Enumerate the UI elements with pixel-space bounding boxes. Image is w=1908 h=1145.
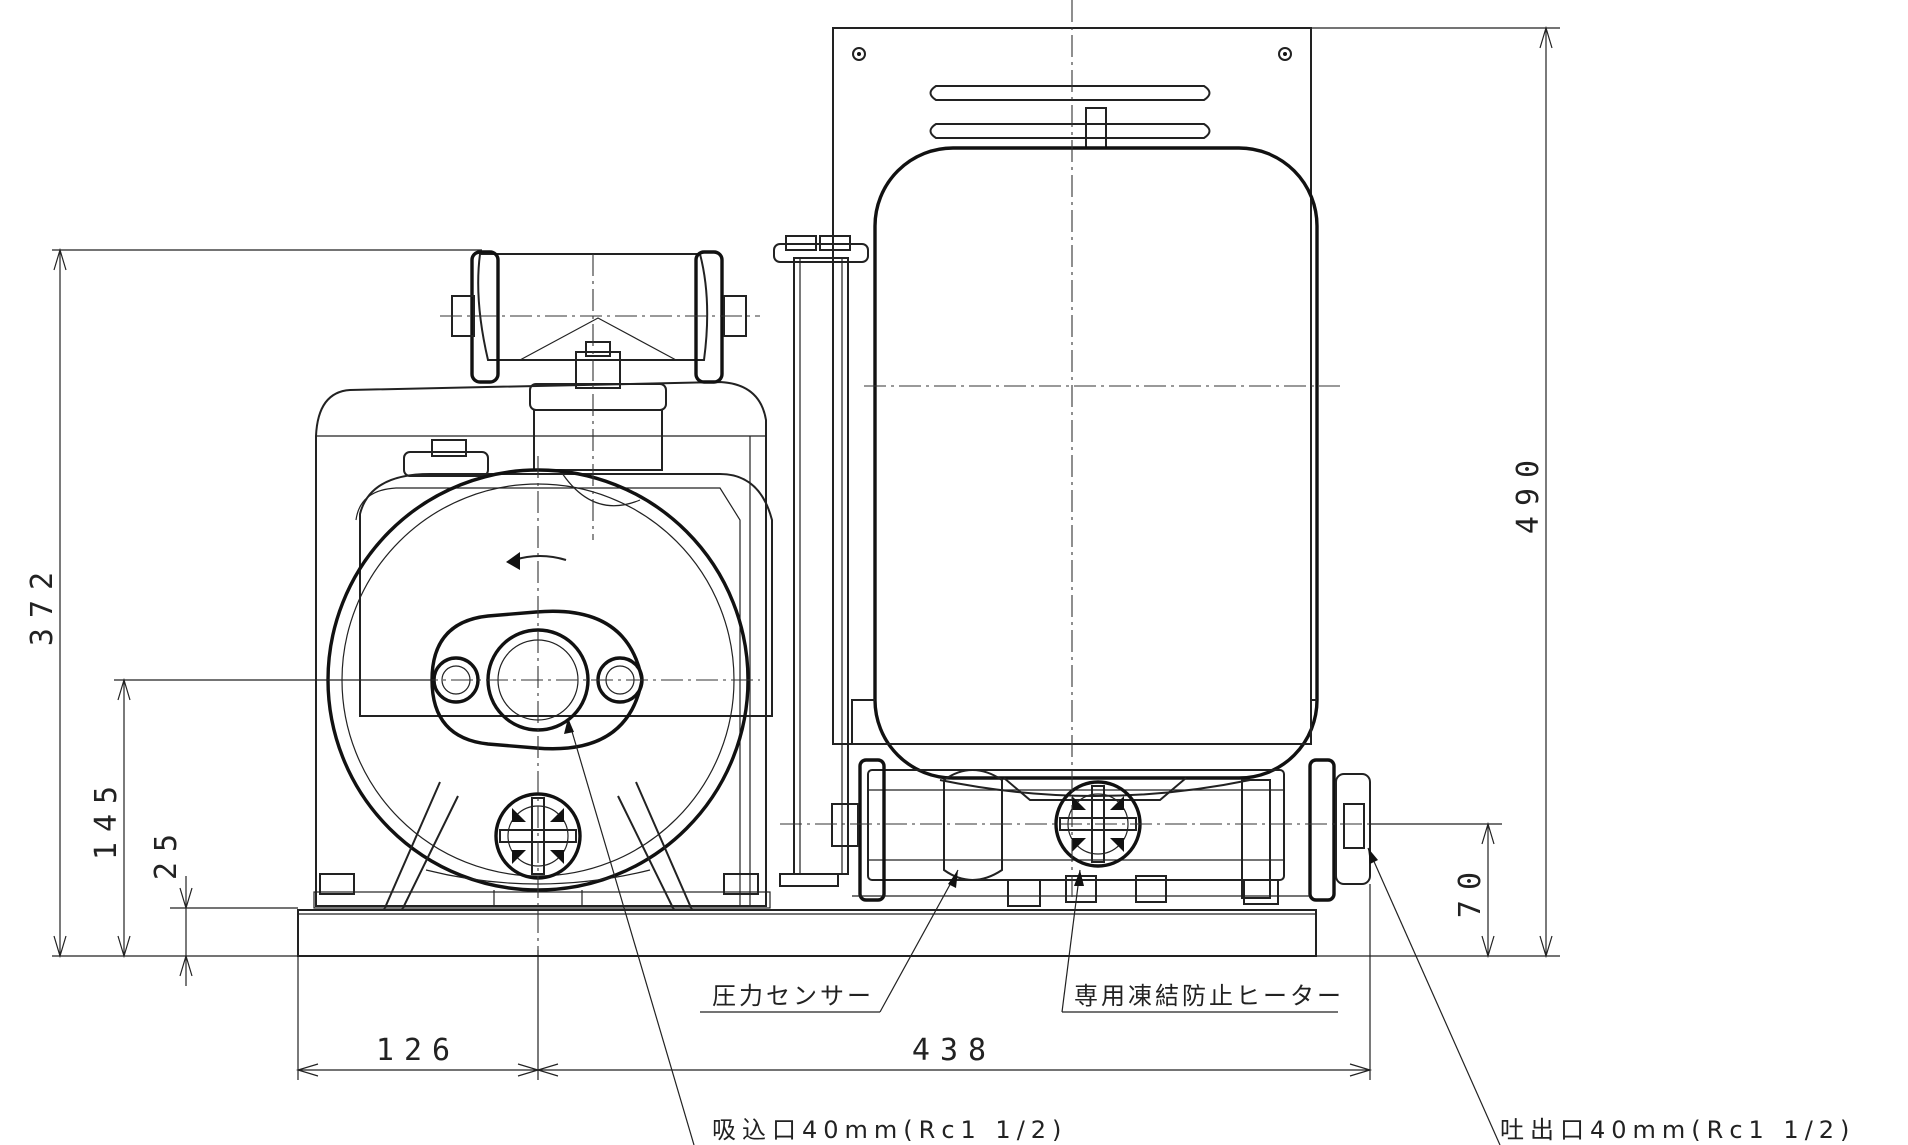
dimension-372: 372	[25, 562, 60, 646]
label-discharge-port: 吐出口40mm(Rc1 1/2)	[1500, 1116, 1855, 1144]
panel-screw-left	[852, 47, 866, 61]
rotation-arrow-icon	[513, 555, 567, 561]
tank-top-valve	[1085, 107, 1107, 149]
dimension-126: 126	[376, 1033, 460, 1068]
label-suction-port: 吸込口40mm(Rc1 1/2)	[712, 1116, 1067, 1144]
pump-motor-housing	[315, 380, 767, 907]
dimension-lines	[52, 25, 1560, 1080]
panel-screw-right	[1278, 47, 1292, 61]
label-pressure-sensor: 圧力センサー	[712, 982, 874, 1010]
pressure-tank	[873, 146, 1319, 780]
base-plate	[297, 909, 1317, 957]
discharge-piping	[831, 758, 1371, 907]
top-fittings	[403, 250, 747, 507]
dimension-145: 145	[89, 776, 124, 860]
louvre-upper	[929, 85, 1211, 101]
callout-leaders	[564, 717, 1501, 1145]
dimension-25: 25	[149, 824, 184, 880]
louvre-lower	[929, 123, 1211, 139]
vertical-riser-pipe	[773, 235, 869, 887]
pressure-tank-assembly	[832, 27, 1319, 801]
label-freeze-heater: 専用凍結防止ヒーター	[1074, 982, 1344, 1010]
dimension-438: 438	[912, 1033, 996, 1068]
pump-casing	[313, 468, 773, 911]
dimension-490: 490	[1511, 450, 1546, 534]
dimension-70: 70	[1453, 862, 1488, 918]
